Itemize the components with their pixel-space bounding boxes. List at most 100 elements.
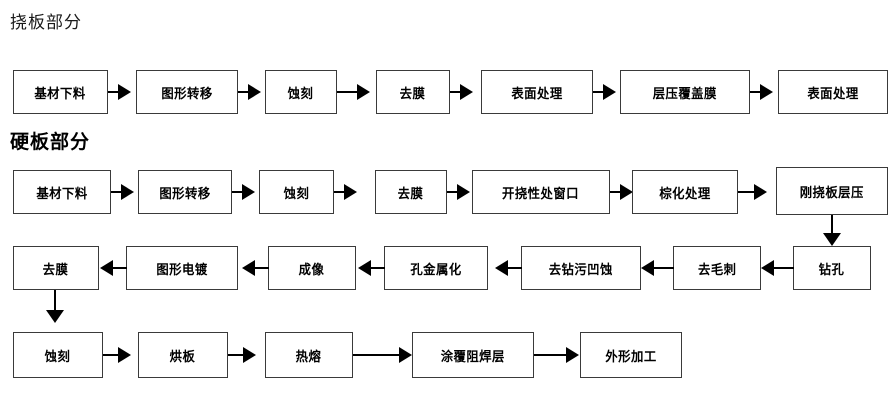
node-row1-6[interactable]: 表面处理: [778, 70, 888, 114]
node-row2-5[interactable]: 棕化处理: [632, 170, 738, 214]
section-title-flex: 挠板部分: [10, 13, 82, 33]
node-row3-3[interactable]: 孔金属化: [384, 246, 488, 290]
node-label: 蚀刻: [45, 349, 71, 365]
node-row1-4[interactable]: 表面处理: [481, 70, 593, 114]
arrow-right-icon: [603, 84, 616, 100]
node-label: 热熔: [296, 349, 322, 365]
connector-row3-2-1: [253, 267, 269, 269]
arrow-right-icon: [118, 347, 131, 363]
connector-row4-3-4: [534, 354, 568, 356]
node-label: 去膜: [400, 86, 426, 102]
node-row2-4[interactable]: 开挠性处窗口: [472, 170, 610, 214]
connector-row4-2-3: [353, 354, 401, 356]
node-row3-0[interactable]: 去膜: [13, 246, 99, 290]
arrow-right-icon: [566, 347, 579, 363]
node-label: 外形加工: [605, 349, 657, 365]
arrow-right-icon: [457, 184, 470, 200]
node-row2-1[interactable]: 图形转移: [138, 170, 232, 214]
node-label: 表面处理: [807, 86, 859, 102]
arrow-left-icon: [495, 260, 508, 276]
arrow-right-icon: [399, 347, 412, 363]
connector-row3-4-3: [506, 267, 522, 269]
node-row3-1[interactable]: 图形电镀: [126, 246, 238, 290]
arrow-right-icon: [460, 84, 473, 100]
connector-row2-0-1: [111, 191, 122, 193]
node-row4-4[interactable]: 外形加工: [580, 332, 682, 378]
node-label: 图形转移: [159, 186, 211, 202]
connector-row2-5-6: [738, 191, 756, 193]
node-label: 成像: [299, 262, 325, 278]
arrow-right-icon: [620, 184, 633, 200]
connector-row2-to-row3: [831, 215, 833, 237]
arrow-down-icon: [46, 310, 64, 323]
arrow-right-icon: [760, 84, 773, 100]
node-label: 蚀刻: [283, 186, 310, 202]
node-label: 刚挠板层压: [799, 185, 865, 201]
arrow-right-icon: [754, 184, 767, 200]
arrow-left-icon: [100, 260, 113, 276]
connector-row2-2-3: [334, 191, 345, 193]
node-label: 层压覆盖膜: [652, 86, 718, 102]
node-row2-6[interactable]: 刚挠板层压: [776, 167, 888, 215]
node-label: 烘板: [170, 349, 196, 365]
arrow-down-icon: [823, 233, 841, 246]
connector-row4-1-2: [228, 354, 245, 356]
node-label: 棕化处理: [659, 186, 711, 202]
node-row1-1[interactable]: 图形转移: [136, 70, 238, 114]
arrow-right-icon: [344, 184, 357, 200]
arrow-left-icon: [358, 260, 371, 276]
connector-row3-to-row4: [54, 290, 56, 314]
node-label: 蚀刻: [288, 86, 314, 102]
node-label: 孔金属化: [410, 262, 462, 278]
node-label: 去毛刺: [697, 262, 737, 278]
arrow-right-icon: [248, 84, 261, 100]
node-label: 去钻污凹蚀: [548, 262, 614, 278]
connector-row2-3-4: [447, 191, 458, 193]
arrow-left-icon: [641, 260, 654, 276]
node-row4-1[interactable]: 烘板: [138, 332, 228, 378]
connector-row1-2-3: [337, 91, 359, 93]
node-label: 去膜: [43, 262, 69, 278]
connector-row4-0-1: [103, 354, 120, 356]
node-row3-5[interactable]: 去毛刺: [673, 246, 761, 290]
node-row4-0[interactable]: 蚀刻: [13, 332, 103, 378]
node-row1-5[interactable]: 层压覆盖膜: [620, 70, 750, 114]
node-label: 开挠性处窗口: [502, 186, 580, 202]
arrow-right-icon: [121, 184, 134, 200]
node-label: 去膜: [398, 186, 424, 202]
connector-row3-3-2: [369, 267, 385, 269]
node-label: 基材下料: [36, 186, 88, 202]
node-row3-2[interactable]: 成像: [268, 246, 356, 290]
node-label: 图形电镀: [156, 262, 208, 278]
connector-row3-1-0: [111, 267, 127, 269]
node-row3-4[interactable]: 去钻污凹蚀: [521, 246, 641, 290]
node-label: 基材下料: [34, 86, 87, 102]
node-label: 图形转移: [161, 86, 213, 102]
arrow-right-icon: [357, 84, 370, 100]
connector-row3-6-5: [772, 267, 794, 269]
arrow-right-icon: [242, 184, 255, 200]
node-row4-2[interactable]: 热熔: [265, 332, 353, 378]
connector-row3-5-4: [652, 267, 674, 269]
connector-row2-4-5: [610, 191, 621, 193]
node-row2-0[interactable]: 基材下料: [13, 170, 111, 214]
node-label: 表面处理: [511, 86, 563, 102]
arrow-left-icon: [761, 260, 774, 276]
node-row1-2[interactable]: 蚀刻: [265, 70, 337, 114]
node-row1-0[interactable]: 基材下料: [13, 70, 108, 114]
connector-row1-5-6: [750, 91, 762, 93]
connector-row1-0-1: [108, 91, 120, 93]
arrow-right-icon: [243, 347, 256, 363]
node-row1-3[interactable]: 去膜: [376, 70, 450, 114]
node-row3-6[interactable]: 钻孔: [793, 246, 871, 290]
arrow-left-icon: [242, 260, 255, 276]
connector-row1-4-5: [593, 91, 605, 93]
node-row2-2[interactable]: 蚀刻: [259, 170, 334, 214]
node-label: 钻孔: [819, 262, 845, 278]
arrow-right-icon: [118, 84, 131, 100]
section-title-rigid: 硬板部分: [10, 131, 91, 153]
node-row2-3[interactable]: 去膜: [375, 170, 447, 214]
connector-row1-1-2: [238, 91, 250, 93]
node-row4-3[interactable]: 涂覆阻焊层: [412, 332, 534, 378]
